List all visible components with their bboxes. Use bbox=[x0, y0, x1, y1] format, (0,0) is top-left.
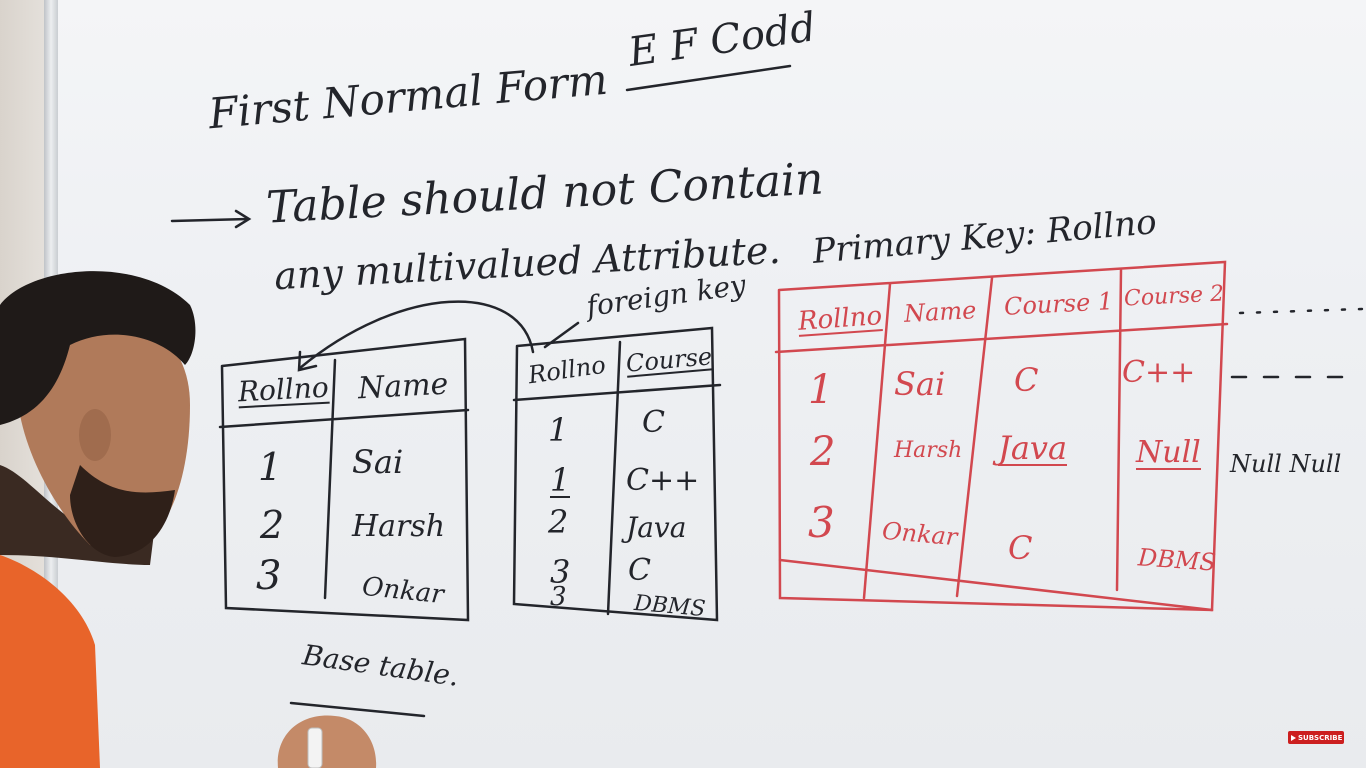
wide-table-cell: Sai bbox=[894, 365, 946, 403]
wide-table-grid bbox=[774, 260, 1229, 612]
rule-arrow-head bbox=[234, 209, 252, 229]
relation-arrow bbox=[298, 300, 535, 370]
course-table-cell: 1 bbox=[548, 411, 569, 449]
course-table-cell: 2 bbox=[548, 503, 569, 541]
base-table-cell: 2 bbox=[260, 503, 285, 547]
course-table-grid bbox=[512, 326, 722, 622]
base-table-cell: Harsh bbox=[352, 509, 446, 544]
course-table-cell: C bbox=[628, 553, 651, 588]
base-table-header-name: Name bbox=[357, 366, 450, 407]
extra-nulls-label: Null Null bbox=[1230, 450, 1342, 478]
subscribe-label: SUBSCRIBE bbox=[1298, 733, 1343, 742]
wide-table-cell: 2 bbox=[810, 429, 836, 475]
wide-table-cell: C bbox=[1008, 529, 1033, 567]
base-table-cell: 3 bbox=[256, 553, 282, 599]
wide-table-cell: Java bbox=[998, 429, 1068, 467]
base-table-cell: Sai bbox=[352, 443, 404, 481]
base-table-header-rollno: Rollno bbox=[237, 370, 330, 409]
wide-table-header: Rollno bbox=[796, 301, 884, 337]
wide-table-cell: Onkar bbox=[880, 516, 959, 552]
course-table-cell: 3 bbox=[550, 582, 567, 612]
course-table-cell: Java bbox=[626, 511, 687, 544]
course-table-cell: C++ bbox=[626, 463, 700, 498]
wide-table-cell: DBMS bbox=[1137, 543, 1217, 577]
wide-table-header: Course 2 bbox=[1123, 281, 1225, 312]
play-icon bbox=[1291, 734, 1296, 741]
wide-table-cell: C bbox=[1014, 361, 1039, 399]
base-table-cell: 1 bbox=[258, 445, 283, 489]
course-table-cell: 3 bbox=[550, 553, 571, 591]
course-table-cell: DBMS bbox=[633, 590, 707, 623]
wide-table-cell: C++ bbox=[1122, 355, 1196, 390]
wide-table-cell: 1 bbox=[808, 367, 834, 413]
base-table-grid bbox=[218, 337, 470, 622]
course-table-cell: 1 bbox=[550, 461, 571, 499]
rule-arrow-line bbox=[170, 217, 250, 223]
wide-table-cell: 3 bbox=[808, 498, 835, 547]
course-table-cell: C bbox=[642, 405, 665, 440]
wide-table-header: Name bbox=[903, 296, 977, 328]
subscribe-button[interactable]: SUBSCRIBE bbox=[1288, 731, 1344, 744]
presenter bbox=[0, 271, 196, 768]
wide-table-cell: Harsh bbox=[894, 438, 963, 463]
base-table-cell: Onkar bbox=[360, 571, 446, 611]
wide-table-header: Course 1 bbox=[1003, 287, 1114, 321]
wide-table-cell: Null bbox=[1136, 435, 1201, 470]
